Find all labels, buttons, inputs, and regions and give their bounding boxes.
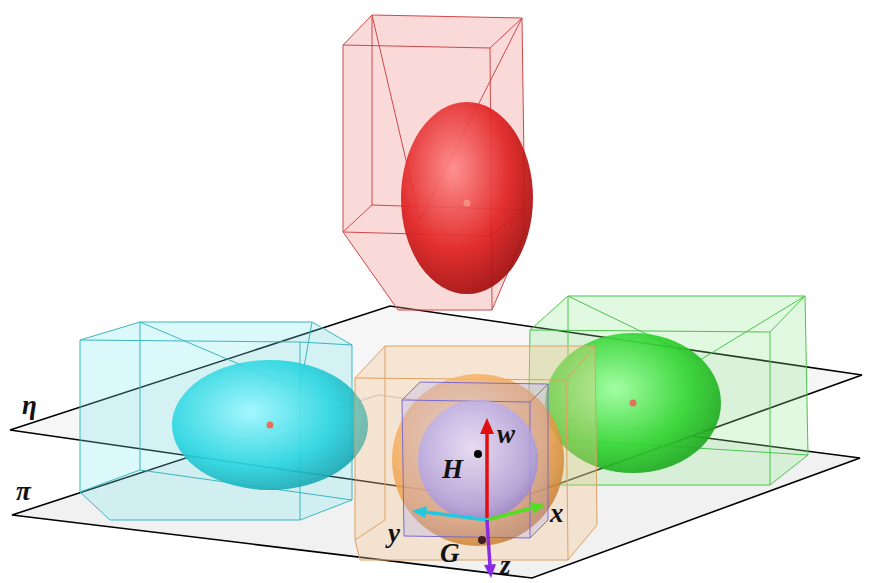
purple-cube (402, 382, 548, 538)
axis-label: x (550, 500, 564, 527)
purple-sphere (418, 400, 538, 520)
axis-label: z (500, 552, 511, 579)
point-h (474, 450, 482, 458)
axes (412, 418, 545, 578)
orange-box (355, 346, 597, 560)
red-ellipsoid (401, 102, 533, 294)
axis-label: w (497, 421, 515, 448)
point-g (478, 536, 486, 544)
center-dot (267, 422, 274, 429)
plane-label: η (22, 392, 37, 419)
cyan-ellipsoid (172, 360, 368, 490)
point-label: G (440, 540, 460, 567)
center-dot (464, 200, 471, 207)
point-label: H (442, 456, 463, 483)
orange-sphere (392, 374, 564, 546)
center-dot (630, 400, 637, 407)
axis-label: y (388, 520, 400, 547)
plane-label: π (16, 478, 31, 505)
